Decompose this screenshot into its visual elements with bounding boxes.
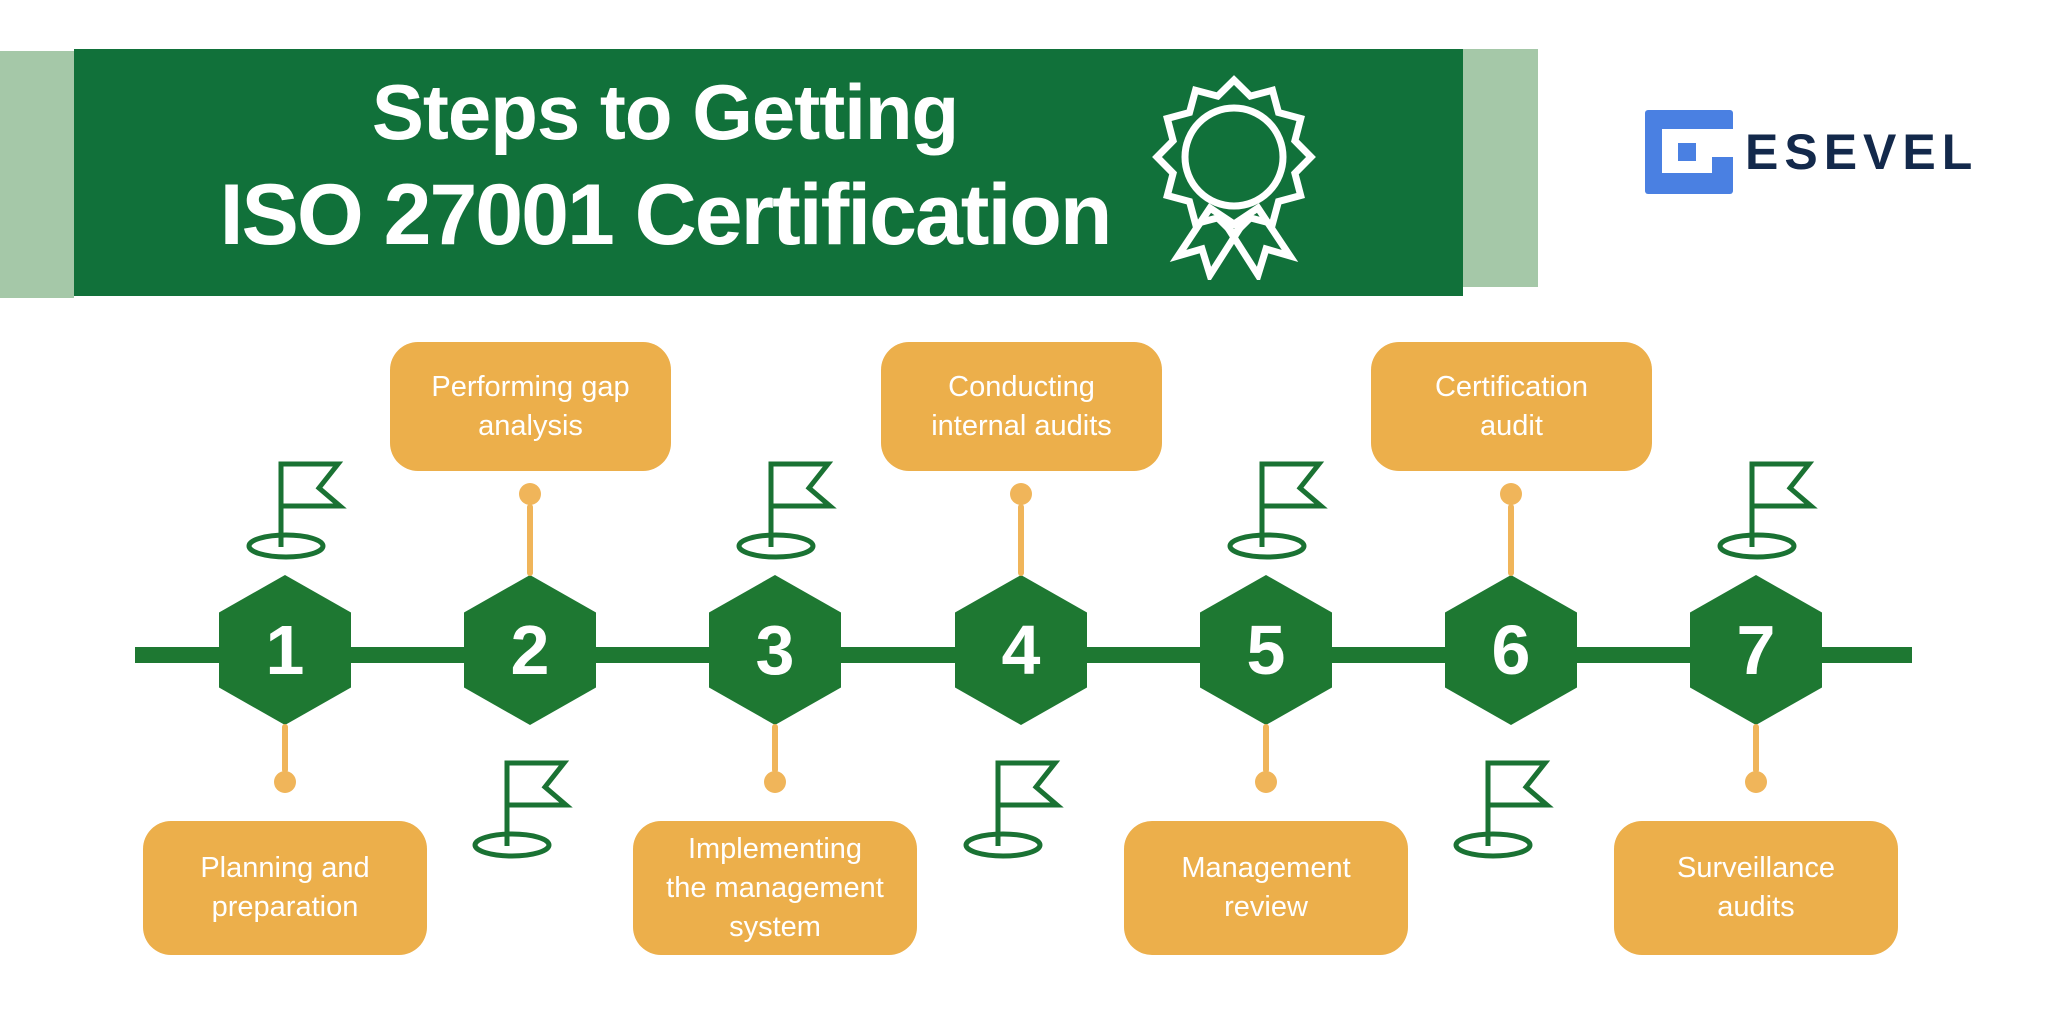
- flag-icon: [246, 461, 347, 560]
- step-label-line: preparation: [211, 891, 359, 923]
- step-number: 6: [1491, 611, 1531, 689]
- step-label-box-4: Conducting internal audits: [881, 342, 1162, 471]
- step-hexagon-6: 6: [1445, 575, 1577, 725]
- connector-dot-3: [764, 771, 786, 793]
- step-label-line: system: [729, 910, 821, 943]
- step-label-line: Performing gap: [431, 370, 630, 403]
- connector-dot-7: [1745, 771, 1767, 793]
- flag-icon: [1227, 461, 1328, 560]
- connector-dot-4: [1010, 483, 1032, 505]
- title-line-2: ISO 27001 Certification: [219, 167, 1113, 263]
- step-label-line: audits: [1717, 891, 1795, 923]
- banner-accent-strip-right: [1463, 49, 1538, 287]
- step-label-line: internal audits: [931, 409, 1112, 442]
- step-hexagon-4: 4: [955, 575, 1087, 725]
- connector-dot-1: [274, 771, 296, 793]
- step-label-box-6: Certification audit: [1371, 342, 1652, 471]
- step-label-box-2: Performing gap analysis: [390, 342, 671, 471]
- step-hexagon-1: 1: [219, 575, 351, 725]
- step-label-line: the management: [666, 871, 884, 904]
- connector-line-2: [527, 504, 533, 576]
- header-banner: [74, 49, 1463, 296]
- flag-icon: [472, 760, 573, 859]
- step-number: 1: [265, 611, 305, 689]
- step-label-line: Surveillance: [1677, 852, 1835, 884]
- connector-dot-6: [1500, 483, 1522, 505]
- step-label-line: Implementing: [687, 832, 863, 865]
- connector-line-4: [1018, 504, 1024, 576]
- flag-icon: [963, 760, 1064, 859]
- connector-dot-2: [519, 483, 541, 505]
- step-number: 2: [510, 611, 550, 689]
- step-label-box-1: Planning and preparation: [143, 821, 427, 955]
- flag-icon: [1453, 760, 1554, 859]
- connector-line-5: [1263, 724, 1269, 773]
- connector-line-6: [1508, 504, 1514, 576]
- step-label-box-5: Management review: [1124, 821, 1408, 955]
- brand-name: ESEVEL: [1745, 124, 1979, 180]
- connector-dot-5: [1255, 771, 1277, 793]
- title-line-1: Steps to Getting: [371, 68, 959, 156]
- flag-icon: [1717, 461, 1818, 560]
- step-number: 5: [1246, 611, 1286, 689]
- step-number: 4: [1001, 611, 1041, 689]
- step-hexagon-3: 3: [709, 575, 841, 725]
- step-label-line: analysis: [478, 409, 583, 442]
- step-label-line: Planning and: [200, 852, 370, 884]
- step-label-line: Management: [1181, 852, 1351, 884]
- connector-line-7: [1753, 724, 1759, 773]
- step-number: 7: [1736, 611, 1776, 689]
- connector-line-3: [772, 724, 778, 773]
- esevel-logo-icon: [1645, 110, 1733, 194]
- step-label-line: Certification: [1434, 370, 1589, 403]
- flag-icon: [736, 461, 837, 560]
- step-hexagon-5: 5: [1200, 575, 1332, 725]
- step-hexagon-7: 7: [1690, 575, 1822, 725]
- step-number: 3: [755, 611, 795, 689]
- page-title: Steps to Getting ISO 27001 Certification: [110, 62, 1220, 268]
- connector-line-1: [282, 724, 288, 773]
- step-label-line: review: [1224, 891, 1308, 923]
- step-label-line: audit: [1480, 409, 1543, 442]
- step-label-line: Conducting: [948, 370, 1095, 403]
- award-rosette-icon: [1152, 75, 1316, 280]
- banner-accent-strip-left: [0, 51, 74, 298]
- step-label-box-7: Surveillance audits: [1614, 821, 1898, 955]
- step-label-box-3: Implementing the management system: [633, 821, 917, 955]
- step-hexagon-2: 2: [464, 575, 596, 725]
